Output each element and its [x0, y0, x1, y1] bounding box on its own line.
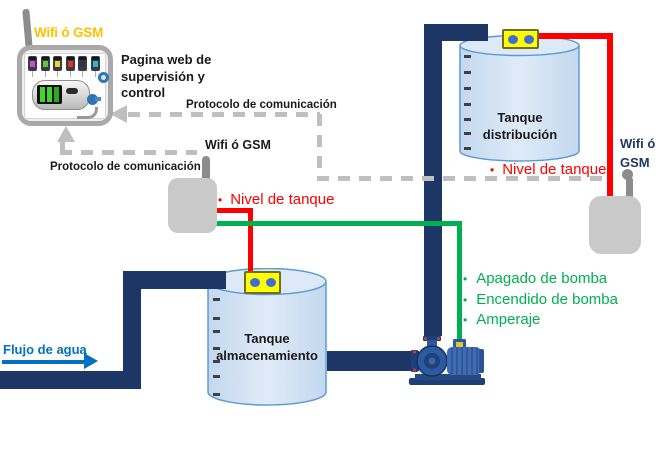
wifi-label-mid: Wifi ó GSM	[205, 138, 271, 152]
level-signal-label-right: • Nivel de tanque	[490, 161, 607, 178]
pump-suction-pipe	[327, 351, 419, 371]
storage-level-sensor	[244, 271, 281, 294]
list-item: • Apagado de bomba	[463, 269, 618, 290]
water-pump	[409, 336, 485, 385]
storage-tank	[207, 268, 327, 406]
panel-tank-indicator	[40, 56, 50, 77]
mid-telemetry-device	[168, 178, 217, 233]
pump-signal-list: • Apagado de bomba • Encendido de bomba …	[463, 269, 618, 331]
comm-line-from-mid-device	[60, 150, 197, 155]
water-flow-label: Flujo de agua	[3, 342, 87, 357]
panel-tank-indicator	[53, 56, 62, 77]
list-item: • Amperaje	[463, 310, 618, 331]
level-wire-mid-vertical	[248, 210, 253, 274]
list-item: • Encendido de bomba	[463, 290, 618, 311]
comm-arrow-to-panel	[110, 105, 127, 123]
level-wire-right-vertical	[607, 33, 613, 198]
panel-level-display	[37, 85, 62, 104]
water-flow-arrow-head	[84, 353, 98, 369]
panel-wifi-label: Wifi ó GSM	[34, 25, 104, 40]
level-wire-mid-horizontal	[215, 208, 253, 213]
wifi-label-right: Wifi ó GSM	[620, 136, 656, 170]
discharge-pipe-top	[424, 24, 488, 41]
comm-arrow-up	[57, 126, 75, 142]
level-signal-label-mid: • Nivel de tanque	[218, 191, 335, 208]
right-device-antenna	[626, 177, 633, 200]
panel-tank-indicator	[78, 56, 87, 77]
storage-tank-label: Tanque almacenamiento	[216, 331, 318, 363]
bullet-icon: •	[463, 272, 468, 286]
right-device-antenna-knob	[622, 169, 633, 180]
panel-tank-indicator	[28, 56, 37, 77]
bullet-icon: •	[218, 193, 223, 207]
protocol-label-top: Protocolo de comunicación	[186, 99, 337, 111]
bullet-icon: •	[490, 163, 495, 177]
pump-wire-vertical	[457, 224, 462, 344]
sensor-indicator	[249, 278, 260, 287]
comm-line-to-right-device	[317, 176, 606, 181]
panel-display-slot	[66, 88, 78, 94]
inlet-pipe-bottom	[0, 371, 141, 389]
distribution-level-marks	[464, 55, 471, 150]
distribution-level-sensor	[502, 29, 539, 49]
panel-horizontal-tank-graphic	[32, 80, 90, 110]
distribution-tank	[459, 35, 580, 162]
comm-line-right-drop	[317, 114, 322, 178]
pump-wire-horizontal	[215, 221, 462, 226]
panel-tank-indicator	[65, 56, 75, 77]
comm-line-left-drop	[60, 142, 65, 154]
right-telemetry-device	[589, 196, 641, 254]
panel-caption: Pagina web de supervisión y control	[121, 52, 212, 100]
supervision-panel	[17, 45, 113, 126]
panel-pump-icon	[87, 94, 101, 105]
panel-faucet-icon	[77, 107, 98, 119]
water-flow-arrow-line	[2, 360, 84, 364]
sensor-indicator	[265, 278, 276, 287]
sensor-indicator	[507, 34, 518, 44]
storage-level-marks	[213, 298, 220, 396]
mid-device-antenna	[202, 156, 210, 182]
protocol-label-left: Protocolo de comunicación	[50, 161, 201, 173]
inlet-pipe-riser	[123, 271, 141, 389]
distribution-tank-label: Tanque distribución	[482, 110, 558, 142]
panel-screen	[24, 53, 109, 119]
panel-tank-indicator	[90, 56, 100, 77]
comm-line-top	[128, 112, 320, 117]
panel-status-badge-icon	[98, 72, 109, 83]
inlet-pipe-top	[123, 271, 226, 289]
level-wire-right-horizontal	[538, 33, 613, 39]
bullet-icon: •	[463, 292, 468, 307]
sensor-indicator	[523, 34, 534, 44]
bullet-icon: •	[463, 313, 468, 327]
panel-antenna	[22, 8, 33, 50]
